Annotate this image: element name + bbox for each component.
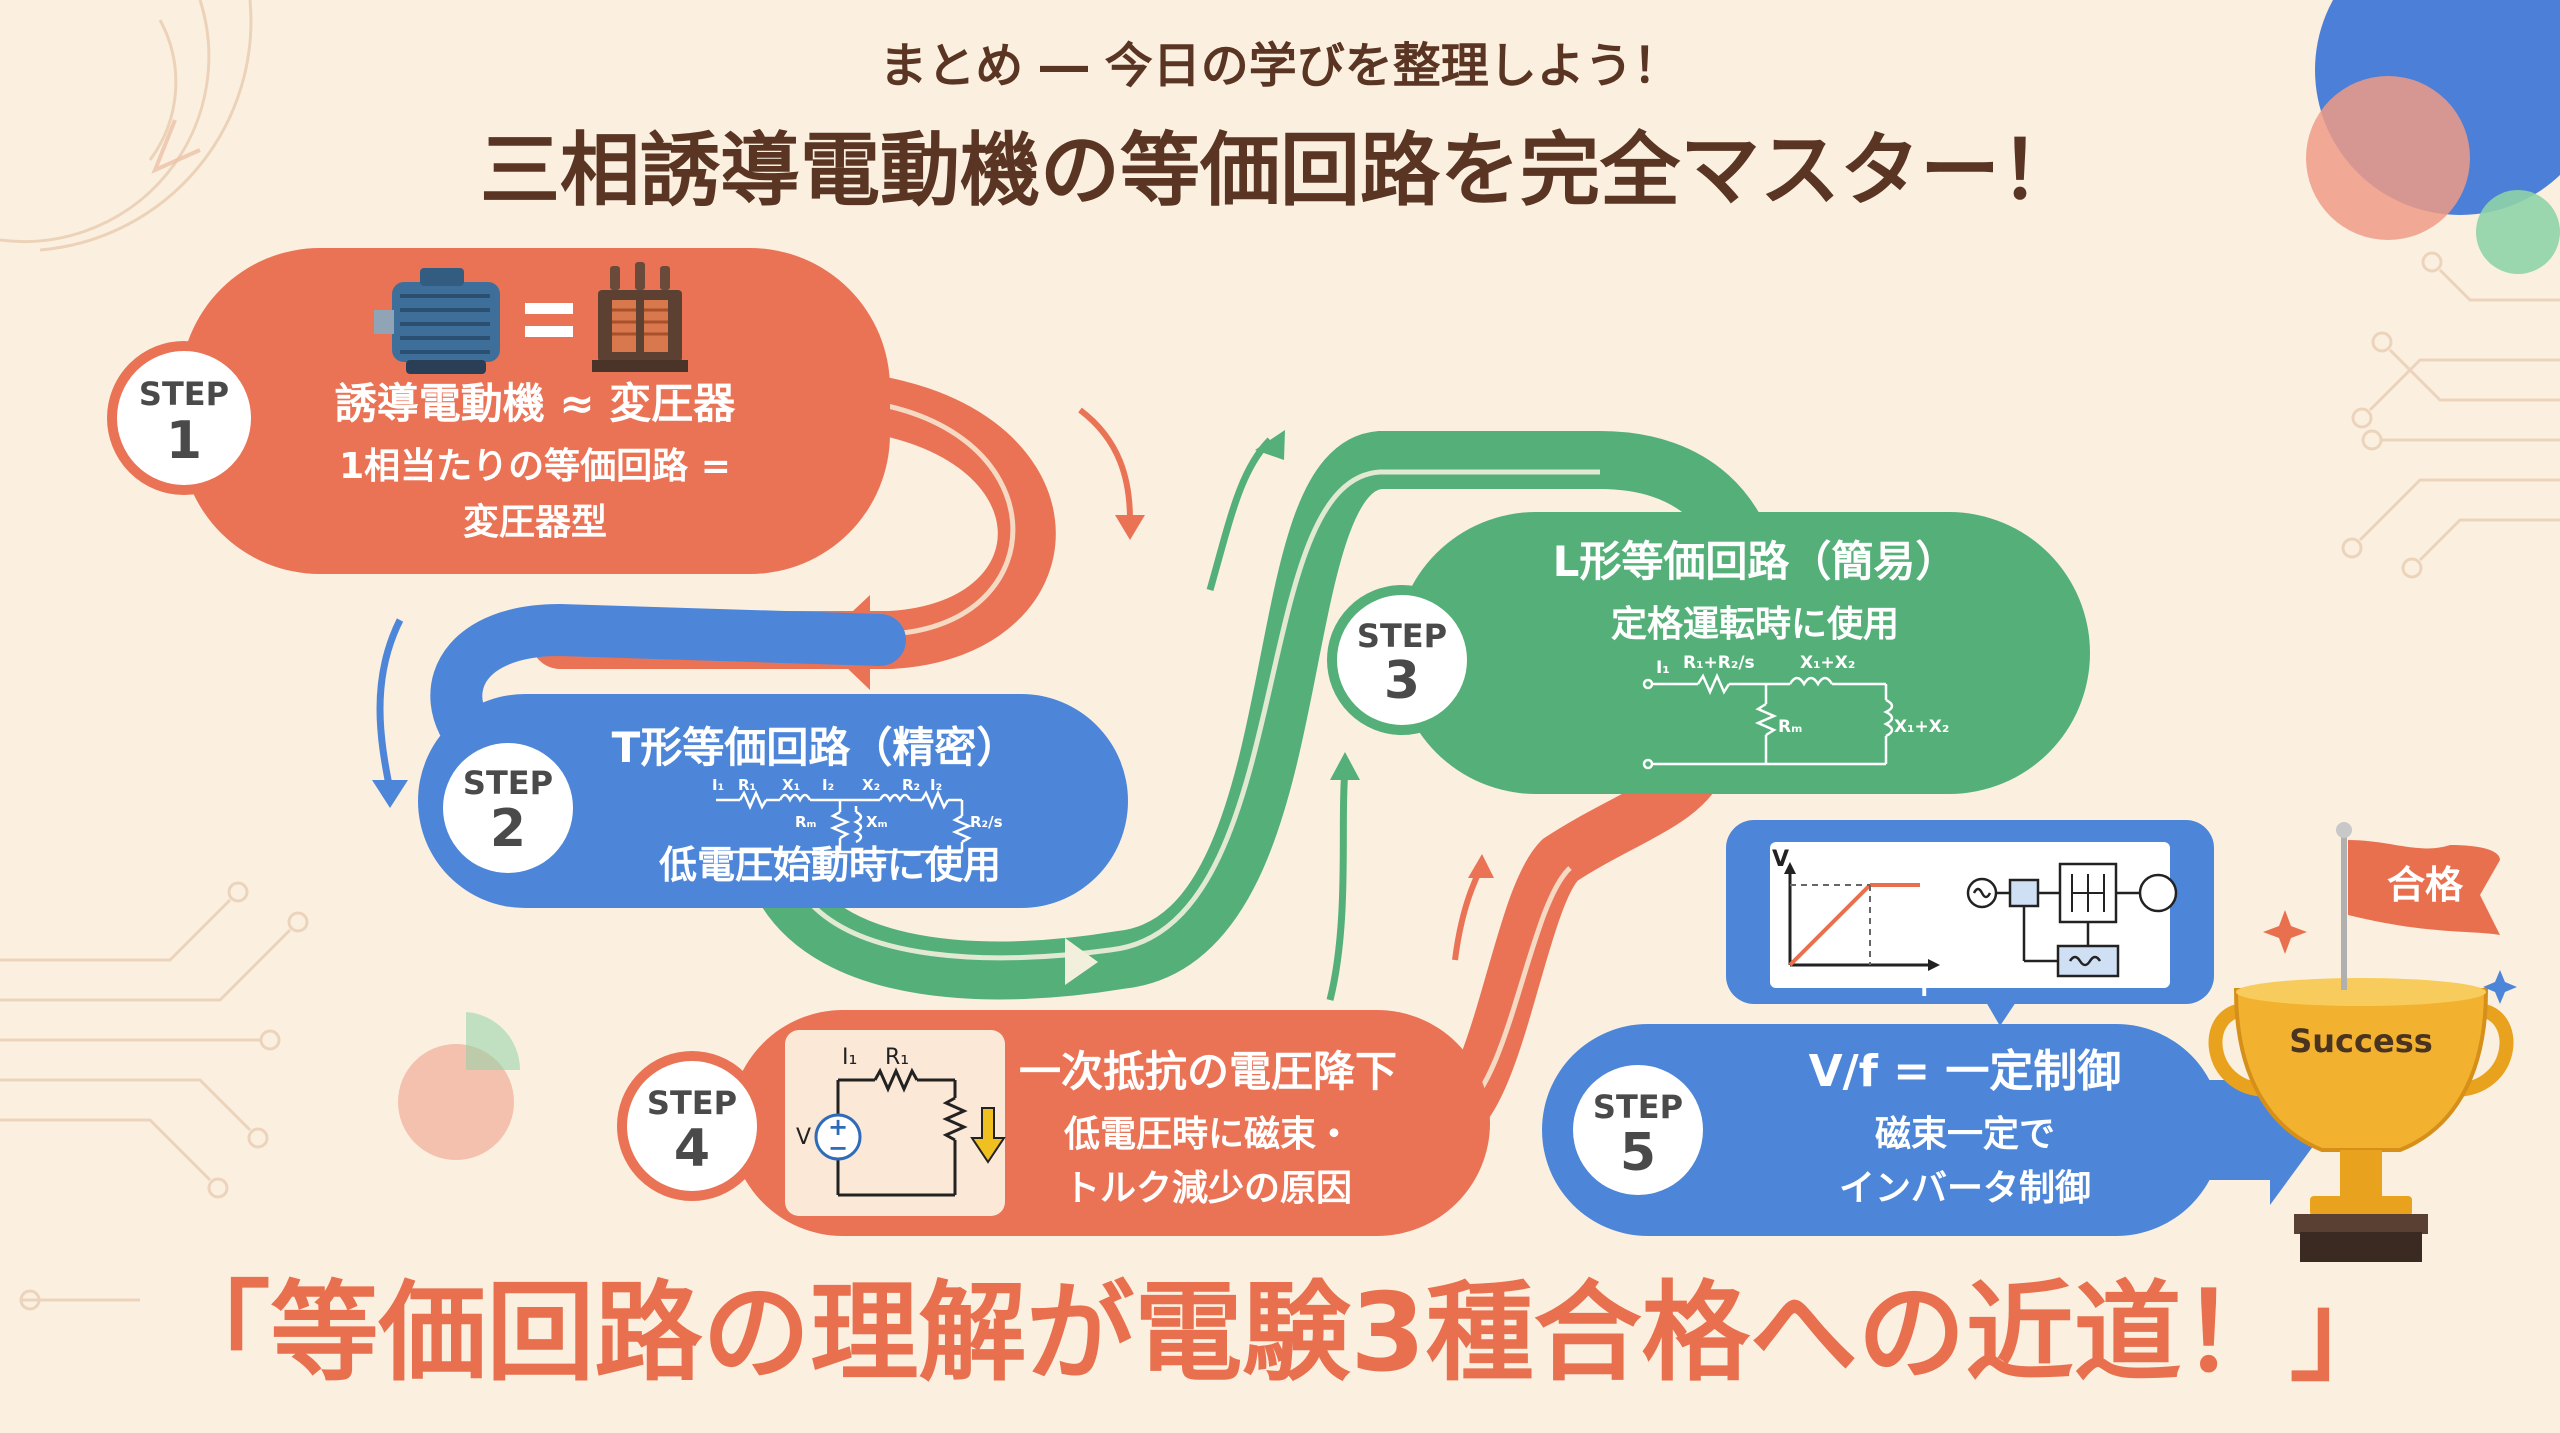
transformer-icon bbox=[592, 262, 688, 372]
l-circuit-diagram bbox=[1642, 672, 1894, 770]
background-decoration bbox=[0, 0, 2560, 1311]
t-circuit-rm: Rₘ bbox=[795, 813, 817, 831]
step-3-number: 3 bbox=[1384, 651, 1420, 711]
t-circuit-x2: X₂ bbox=[862, 776, 880, 794]
step-1-card: STEP 1 bbox=[107, 248, 890, 574]
step-5-badge bbox=[1563, 1055, 1713, 1205]
step-4-circuit-labels: I₁ R₁ V bbox=[796, 1045, 909, 1150]
step-4-line-2: トルク減少の原因 bbox=[1064, 1168, 1352, 1209]
slide-title: 三相誘導電動機の等価回路を完全マスター！ bbox=[480, 124, 2080, 217]
step-4-circuit-r1: R₁ bbox=[885, 1045, 909, 1070]
step-1-badge bbox=[107, 341, 261, 495]
step-5-line-1: 磁束一定で bbox=[1875, 1114, 2055, 1155]
deco-arrow bbox=[151, 119, 201, 174]
step-1-label: STEP bbox=[139, 375, 229, 413]
step-5-card: V f STEP 5 bbox=[1542, 820, 2222, 1236]
step-5-callout-tail bbox=[1986, 1002, 2016, 1026]
deco-circle-coral bbox=[2306, 76, 2470, 240]
voltage-source-plus: + bbox=[828, 1113, 848, 1141]
trophy-plate-text: Success bbox=[2289, 1022, 2433, 1060]
step-1-number: 1 bbox=[166, 411, 202, 471]
l-circuit-r: R₁+R₂/s bbox=[1683, 653, 1755, 673]
ribbon-4-to-3 bbox=[1423, 733, 1727, 1147]
deco-circle-small bbox=[398, 1044, 514, 1160]
step-5-label: STEP bbox=[1593, 1088, 1683, 1126]
step-2-line-1: 低電圧始動時に使用 bbox=[659, 843, 1001, 887]
t-circuit-x1: X₁ bbox=[782, 776, 800, 794]
step-3-label: STEP bbox=[1357, 617, 1447, 655]
step-4-circuit-v: V bbox=[796, 1125, 811, 1150]
t-circuit-labels: I₁ R₁ X₁ I₂ X₂ R₂ I₂ Rₘ Xₘ R₂/s bbox=[712, 776, 1003, 831]
vf-graph: V f bbox=[1772, 847, 1940, 1002]
step-5-panel bbox=[1542, 1024, 2222, 1236]
t-circuit-xm: Xₘ bbox=[866, 813, 888, 831]
inverter-diagram bbox=[1966, 862, 2178, 978]
step-3-card: STEP 3 L形等価回路（簡易） 定格運転時に使用 I₁ R₁+R₂/s X₁… bbox=[1327, 512, 2090, 794]
step-3-badge bbox=[1327, 585, 1477, 735]
t-circuit-diagram bbox=[716, 789, 973, 854]
step-3-line-1: 定格運転時に使用 bbox=[1611, 604, 1899, 645]
step-4-line-1: 低電圧時に磁束・ bbox=[1064, 1114, 1352, 1155]
step-3-panel bbox=[1395, 512, 2090, 794]
step-4-title: 一次抵抗の電圧降下 bbox=[1019, 1047, 1397, 1096]
step-2-card: STEP 2 T形等価回路（精密） I₁ R₁ X₁ bbox=[418, 694, 1128, 908]
step-4-label: STEP bbox=[647, 1084, 737, 1122]
equals-icon bbox=[525, 303, 573, 337]
l-circuit-labels: I₁ R₁+R₂/s X₁+X₂ Rₘ X₁+X₂ bbox=[1656, 653, 1949, 737]
slide-subtitle: まとめ ― 今日の学びを整理しよう！ bbox=[879, 38, 1680, 94]
l-circuit-rm: Rₘ bbox=[1778, 717, 1802, 737]
t-circuit-r2: R₂ bbox=[902, 776, 920, 794]
step-4-card: STEP 4 + − I₁ R₁ V 一次抵抗の電圧降下 低電圧時に磁束・ トル… bbox=[617, 1010, 1490, 1236]
circuit-traces-right bbox=[2341, 251, 2560, 579]
flag-text: 合格 bbox=[2387, 863, 2464, 907]
t-circuit-i2a: I₂ bbox=[822, 776, 834, 794]
step-2-title: T形等価回路（精密） bbox=[612, 723, 1019, 772]
vf-graph-v-label: V bbox=[1772, 847, 1789, 872]
step-5-title: V/f = 一定制御 bbox=[1809, 1046, 2122, 1097]
primary-resistance-circuit bbox=[814, 1067, 968, 1197]
ribbon-2-to-3 bbox=[751, 431, 1779, 1000]
l-circuit-x-side: X₁+X₂ bbox=[1894, 717, 1949, 737]
voltage-source-minus: − bbox=[828, 1134, 848, 1162]
footer-quote: 「等価回路の理解が電験3種合格への近道！」 bbox=[162, 1271, 2397, 1396]
t-circuit-i2b: I₂ bbox=[930, 776, 942, 794]
deco-circle-green bbox=[2476, 190, 2560, 274]
t-circuit-r1: R₁ bbox=[738, 776, 756, 794]
step-1-line-3: 変圧器型 bbox=[463, 501, 607, 543]
l-circuit-i1: I₁ bbox=[1656, 658, 1670, 678]
step-2-label: STEP bbox=[463, 764, 553, 802]
voltage-drop-arrow-icon bbox=[970, 1107, 1006, 1164]
deco-arcs bbox=[0, 0, 253, 252]
l-circuit-x: X₁+X₂ bbox=[1800, 653, 1855, 673]
motor-icon bbox=[374, 268, 500, 374]
circuit-traces-left bbox=[0, 881, 309, 1311]
blue-arrowhead bbox=[372, 780, 408, 808]
step-4-number: 4 bbox=[674, 1119, 710, 1179]
step-4-badge bbox=[617, 1051, 767, 1201]
vf-graph-f-label: f bbox=[1920, 977, 1930, 1002]
step-5-line-2: インバータ制御 bbox=[1839, 1168, 2091, 1209]
sparkle-icon bbox=[2263, 910, 2517, 1004]
step-4-circuit-i1: I₁ bbox=[842, 1045, 857, 1070]
step-2-number: 2 bbox=[490, 799, 526, 859]
step-1-line-1: 誘導電動機 ≈ 変圧器 bbox=[335, 379, 736, 428]
t-circuit-i1: I₁ bbox=[712, 776, 724, 794]
t-circuit-r2s: R₂/s bbox=[970, 813, 1003, 831]
step-5-number: 5 bbox=[1620, 1123, 1656, 1183]
step-2-badge bbox=[433, 733, 583, 883]
step-1-panel bbox=[180, 248, 890, 574]
deco-quarter-green bbox=[466, 1012, 521, 1070]
flag-icon: 合格 bbox=[2336, 822, 2500, 990]
trophy-icon: Success bbox=[2208, 978, 2514, 1262]
green-arrowhead bbox=[1065, 938, 1098, 985]
step-1-line-2: 1相当たりの等価回路 = bbox=[339, 446, 731, 487]
step-3-title: L形等価回路（簡易） bbox=[1553, 537, 1958, 586]
step-4-circuit-card bbox=[785, 1030, 1005, 1216]
